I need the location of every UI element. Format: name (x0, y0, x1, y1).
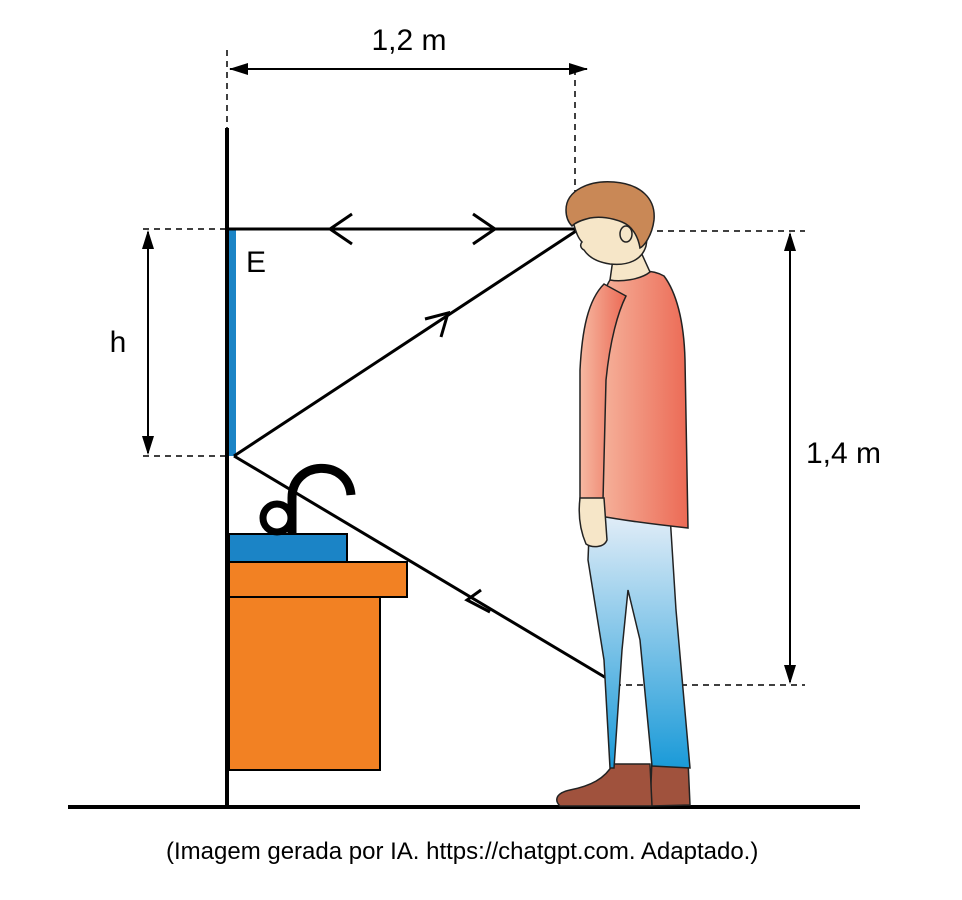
hair (565, 181, 655, 250)
mirror-E (229, 229, 236, 456)
h-arrow-top (142, 230, 154, 249)
image-caption: (Imagem gerada por IA. https://chatgpt.c… (166, 838, 759, 865)
top-distance-label: 1,2 m (371, 24, 446, 57)
h-label: h (110, 326, 127, 359)
h-arrow-bottom (142, 436, 154, 455)
person (556, 181, 691, 807)
top-distance-arrow-left (229, 63, 248, 75)
faucet (287, 463, 356, 534)
faucet-handle (259, 500, 295, 536)
shoe-front (556, 763, 653, 807)
counter-cabinet (228, 596, 381, 771)
eye-height-arrow-top (784, 232, 796, 251)
top-distance-arrow-right (569, 63, 588, 75)
mirror-label: E (246, 246, 266, 279)
jeans (587, 511, 691, 769)
sink-basin (228, 533, 348, 563)
ray-horizontal-arrow-left (327, 212, 353, 246)
ear (619, 225, 633, 243)
counter-top (228, 561, 408, 598)
ray-horizontal-arrow-right (472, 212, 498, 246)
ray-from-foot (233, 454, 619, 687)
hand (578, 497, 608, 548)
ray-reflected-arrow (424, 310, 451, 338)
ray-incident-arrow (464, 588, 491, 614)
eye-height-label: 1,4 m (806, 437, 881, 470)
eye-height-arrow-bottom (784, 665, 796, 684)
ray-reflected-to-eye (233, 229, 577, 458)
